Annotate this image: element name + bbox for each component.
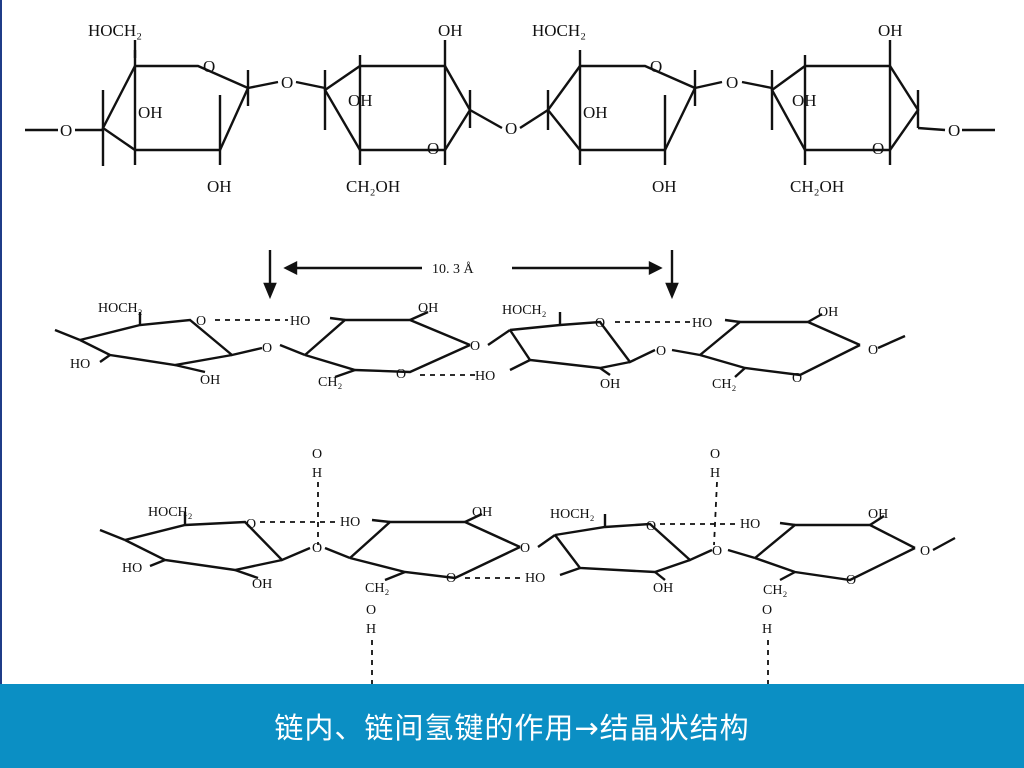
chain-end-oxygen: O	[60, 121, 72, 140]
row3-top-label: HOCH₂	[148, 505, 193, 520]
water-hydrogen: H	[366, 622, 376, 637]
row3-oxygen: O	[312, 541, 322, 556]
row1-bottom-label: CH₂OH	[790, 177, 844, 196]
row2-ho-label: HO	[692, 316, 712, 331]
ring-inner-label: OH	[348, 91, 373, 110]
ring-inner-label: OH	[138, 103, 163, 122]
row3-oxygen: O	[712, 544, 722, 559]
row2-bottom-label: OH	[200, 373, 220, 388]
row3-oxygen: O	[920, 544, 930, 559]
row2-bottom-label: CH₂	[318, 375, 342, 390]
water-oxygen: O	[762, 603, 772, 618]
ring-oxygen: O	[872, 139, 884, 158]
spacing-label: 10. 3 Å	[432, 261, 475, 277]
row3-top-label: HOCH₂	[550, 507, 595, 522]
ring-oxygen: O	[427, 139, 439, 158]
row3-top-label: OH	[868, 507, 888, 522]
row2-oxygen: O	[595, 316, 605, 331]
bridge-oxygen: O	[726, 73, 738, 92]
chain-end-oxygen: O	[948, 121, 960, 140]
row3-chair-chain	[99, 512, 956, 582]
water-hydrogen: H	[312, 466, 322, 481]
row2-top-label: HOCH₂	[98, 301, 143, 316]
caption-text: 链内、链间氢键的作用→结晶状结构	[274, 711, 750, 745]
row2-top-label: OH	[818, 305, 838, 320]
row3-bottom-label: CH₂	[365, 581, 389, 596]
water-hydrogen: H	[762, 622, 772, 637]
row2-oxygen: O	[396, 367, 406, 382]
left-border-line	[0, 0, 2, 684]
row1-top-label: HOCH₂	[88, 21, 142, 40]
row1-bottom-label: OH	[207, 177, 232, 196]
row3-bottom-label: OH	[252, 577, 272, 592]
row3-oxygen: O	[520, 541, 530, 556]
water-oxygen: O	[366, 603, 376, 618]
ring-oxygen: O	[650, 57, 662, 76]
row1-haworth-chain	[25, 40, 995, 166]
row3-bottom-label: OH	[653, 581, 673, 596]
row3-ho-label: HO	[525, 571, 545, 586]
water-oxygen: O	[710, 447, 720, 462]
water-hydrogen: H	[710, 466, 720, 481]
row1-top-label: OH	[878, 21, 903, 40]
row2-ho-label: HO	[475, 369, 495, 384]
row2-oxygen: O	[868, 343, 878, 358]
row3-bottom-label: CH₂	[763, 583, 787, 598]
row3-oxygen: O	[646, 519, 656, 534]
row3-oxygen: O	[246, 517, 256, 532]
row3-ho-label: HO	[122, 561, 142, 576]
row2-chair-chain	[54, 310, 906, 379]
caption-bar: 链内、链间氢键的作用→结晶状结构	[0, 684, 1024, 768]
cellulose-structure-diagram: HOCH₂ OH HOCH₂ OH O O O O O O O O O OH O…	[25, 21, 995, 684]
ring-oxygen: O	[203, 57, 215, 76]
water-oxygen: O	[312, 447, 322, 462]
row2-oxygen: O	[470, 339, 480, 354]
row2-ho-label: HO	[290, 314, 310, 329]
row1-bottom-label: CH₂OH	[346, 177, 400, 196]
row2-oxygen: O	[262, 341, 272, 356]
row2-oxygen: O	[792, 371, 802, 386]
row3-ho-label: HO	[340, 515, 360, 530]
row2-top-label: HOCH₂	[502, 303, 547, 318]
row2-oxygen: O	[196, 314, 206, 329]
row3-hydrogen-bonds	[260, 481, 769, 684]
ring-inner-label: OH	[583, 103, 608, 122]
row2-bottom-label: CH₂	[712, 377, 736, 392]
row3-ho-label: HO	[740, 517, 760, 532]
row2-oxygen: O	[656, 344, 666, 359]
row1-bottom-label: OH	[652, 177, 677, 196]
row1-top-label: HOCH₂	[532, 21, 586, 40]
row3-oxygen: O	[846, 573, 856, 588]
row1-top-label: OH	[438, 21, 463, 40]
row3-oxygen: O	[446, 571, 456, 586]
row2-hydrogen-bonds	[215, 319, 690, 376]
bridge-oxygen: O	[281, 73, 293, 92]
bridge-oxygen: O	[505, 119, 517, 138]
row2-ho-label: HO	[70, 357, 90, 372]
spacing-arrow	[263, 250, 679, 300]
row2-bottom-label: OH	[600, 377, 620, 392]
row3-top-label: OH	[472, 505, 492, 520]
row2-top-label: OH	[418, 301, 438, 316]
ring-inner-label: OH	[792, 91, 817, 110]
